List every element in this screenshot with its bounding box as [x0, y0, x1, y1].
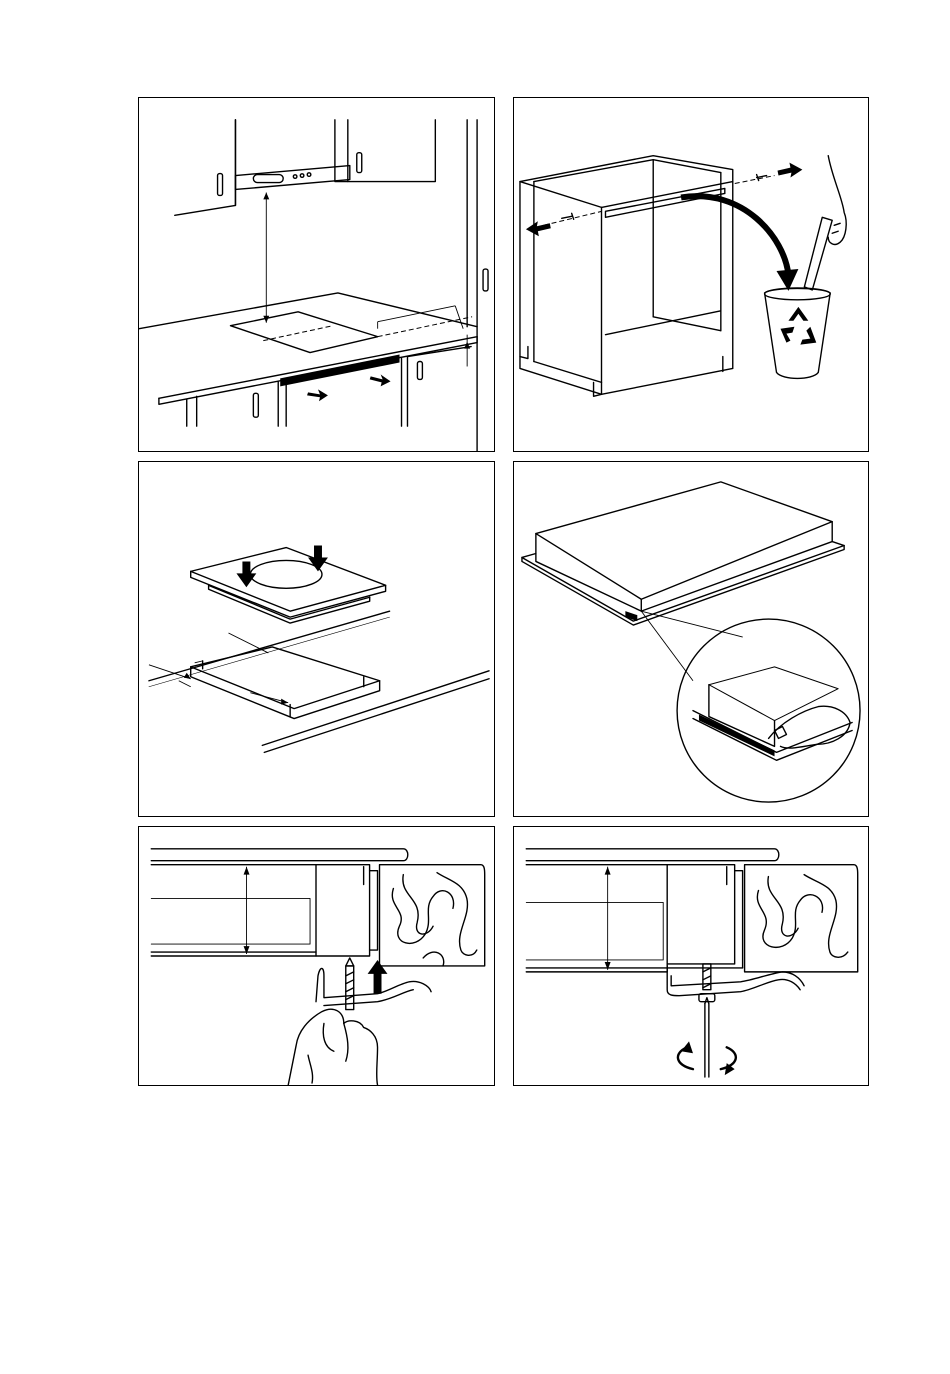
cabinet-handle [218, 174, 223, 196]
kitchen-overview-drawing [139, 98, 494, 451]
panel-hob-cutout [138, 461, 495, 817]
panel-bracket-insert [138, 826, 495, 1086]
mounting-bracket [667, 966, 800, 996]
worktop-back-edge [139, 293, 477, 329]
recycle-icon [780, 307, 816, 345]
panel-kitchen-overview [138, 97, 495, 452]
screwdriver-icon [705, 1004, 709, 1077]
hand-icon [288, 1009, 377, 1085]
recycle-bin [765, 288, 831, 378]
panel-crossbar-removal [513, 97, 869, 452]
crossbar-removal-drawing [514, 98, 868, 451]
hob-block-top [536, 482, 832, 599]
seal-detail-drawing [514, 462, 868, 816]
arrow-icon [368, 960, 388, 994]
hob-glass [526, 849, 779, 861]
panel-seal-detail [513, 461, 869, 817]
arrow-icon [778, 163, 803, 178]
hob-glass [151, 849, 408, 861]
arrow-icon [307, 389, 328, 401]
panel-bracket-tighten [513, 826, 869, 1086]
left-wall-cabinet [175, 120, 236, 215]
wood-grain-icon [392, 873, 476, 966]
worktop-wood-section [745, 865, 858, 972]
hob-cutout-drawing [139, 462, 494, 816]
hob-housing [667, 865, 734, 964]
worktop-wood-section [380, 865, 485, 966]
bracket-insert-drawing [139, 827, 494, 1085]
arrow-icon [370, 374, 391, 386]
extractor-hood [235, 166, 349, 190]
arrow-icon [526, 221, 551, 236]
hob-housing [316, 865, 370, 956]
wood-grain-icon [757, 875, 847, 958]
bracket-tighten-drawing [514, 827, 868, 1085]
